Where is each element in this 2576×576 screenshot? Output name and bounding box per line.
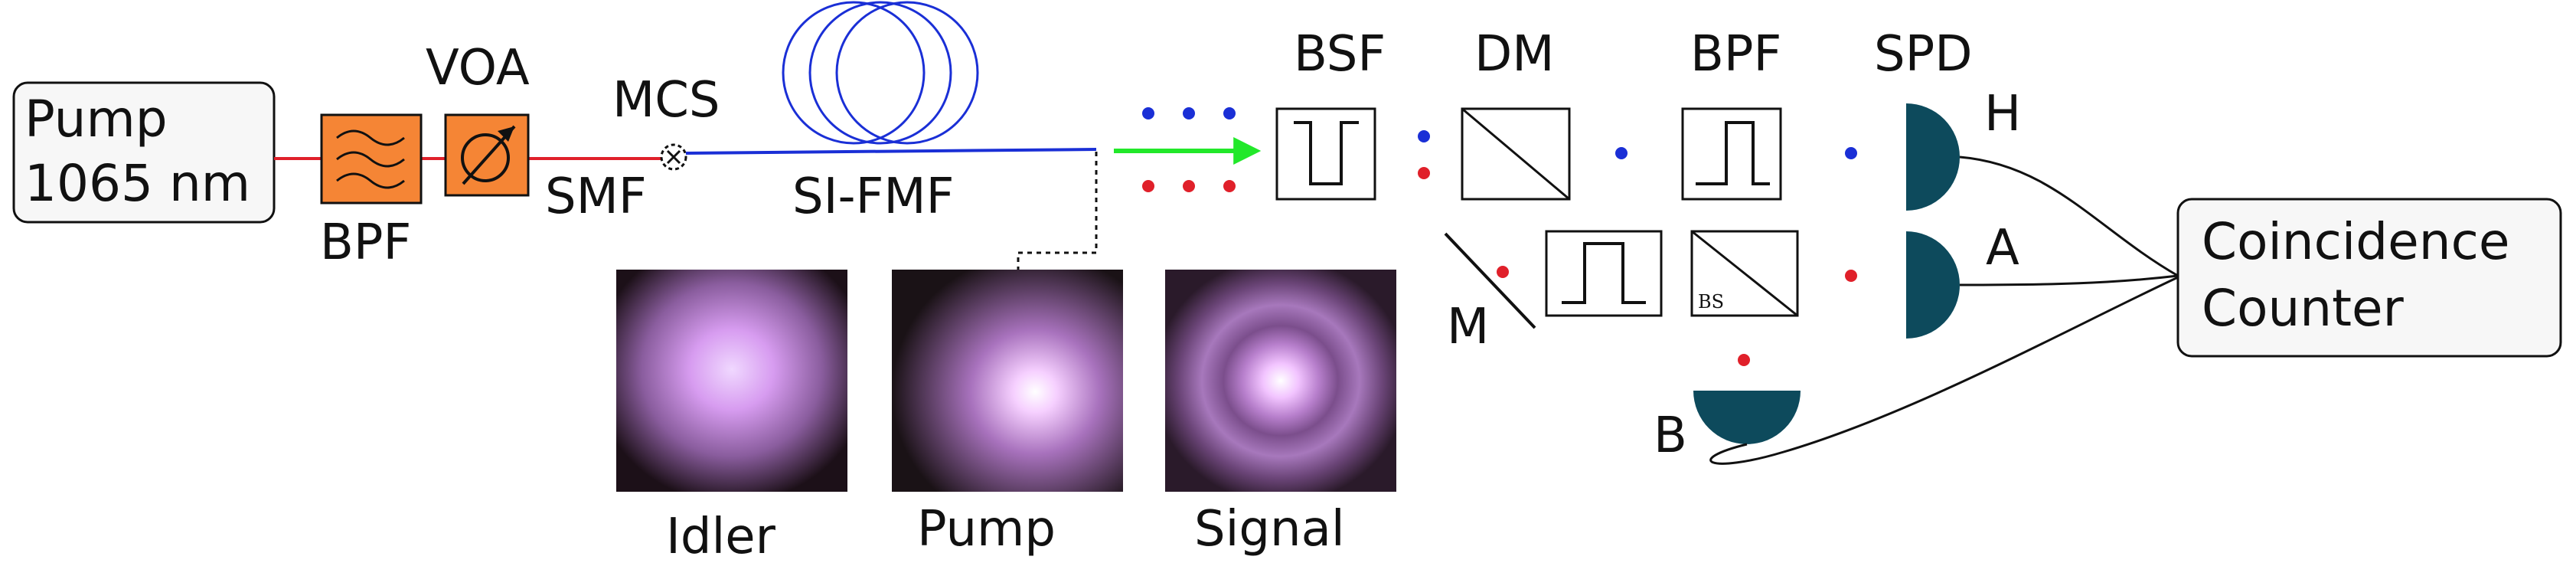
beam-splitter-label: BS <box>1698 291 1724 313</box>
idler-mode-label: Idler <box>666 509 776 565</box>
dichroic-mirror <box>1461 107 1571 201</box>
si-fmf-fiber <box>685 1 1097 155</box>
voa-label: VOA <box>426 40 530 97</box>
idler-mode-image <box>616 270 847 492</box>
detector-a <box>1906 231 1960 339</box>
detector-b-label: B <box>1654 407 1687 464</box>
counter-label-line1: Coincidence <box>2202 212 2509 271</box>
spd-label: SPD <box>1874 26 1973 83</box>
coincidence-counter-box: Coincidence Counter <box>2176 198 2562 358</box>
mirror <box>1444 232 1536 329</box>
idler-photon-dot-3 <box>1845 270 1857 282</box>
mcs-splice <box>660 143 687 171</box>
detector-a-label: A <box>1986 220 2019 277</box>
pump-wavelength-label: 1065 nm <box>24 154 250 213</box>
idler-photon-dot-2 <box>1497 266 1509 278</box>
detector-b <box>1693 391 1801 444</box>
bpf-filter-right <box>1681 107 1782 201</box>
wave-icon-3 <box>336 172 405 189</box>
voa-attenuator <box>444 113 530 197</box>
wave-icon-1 <box>336 129 405 146</box>
bsf-filter <box>1275 107 1376 201</box>
photon-pairs-free-space <box>1142 107 1236 192</box>
detector-h-label: H <box>1984 86 2021 142</box>
counter-label-line2: Counter <box>2202 279 2405 338</box>
idler-photon-dot-4 <box>1738 354 1750 366</box>
smf-label: SMF <box>545 169 647 225</box>
detector-h <box>1906 103 1960 211</box>
beam-splitter: BS <box>1690 230 1799 317</box>
pump-source-label: Pump <box>24 90 168 149</box>
dm-label: DM <box>1474 26 1555 83</box>
detector-cables <box>1709 155 2179 465</box>
signal-mode-label: Signal <box>1194 501 1345 558</box>
wave-icon-2 <box>336 151 405 168</box>
bpf-right-label: BPF <box>1690 26 1781 83</box>
mirror-label: M <box>1447 299 1489 355</box>
mode-image-connector <box>1017 152 1098 270</box>
signal-photon-dot <box>1418 130 1430 142</box>
pump-source-box: Pump 1065 nm <box>12 81 276 224</box>
si-fmf-label: SI-FMF <box>792 169 954 225</box>
signal-mode-image <box>1165 270 1396 492</box>
bpf-left-label: BPF <box>320 214 411 271</box>
signal-photon-dot-3 <box>1845 147 1857 159</box>
idler-photon-dot <box>1418 167 1430 179</box>
pump-mode-image <box>892 270 1123 492</box>
attenuator-dial-icon <box>461 133 510 182</box>
mcs-label: MCS <box>612 72 720 129</box>
signal-photon-dot-2 <box>1615 147 1628 159</box>
bsf-label: BSF <box>1294 26 1386 83</box>
bpf-filter-idler <box>1545 230 1663 317</box>
pump-mode-label: Pump <box>917 501 1056 558</box>
bpf-filter-left <box>320 113 423 205</box>
